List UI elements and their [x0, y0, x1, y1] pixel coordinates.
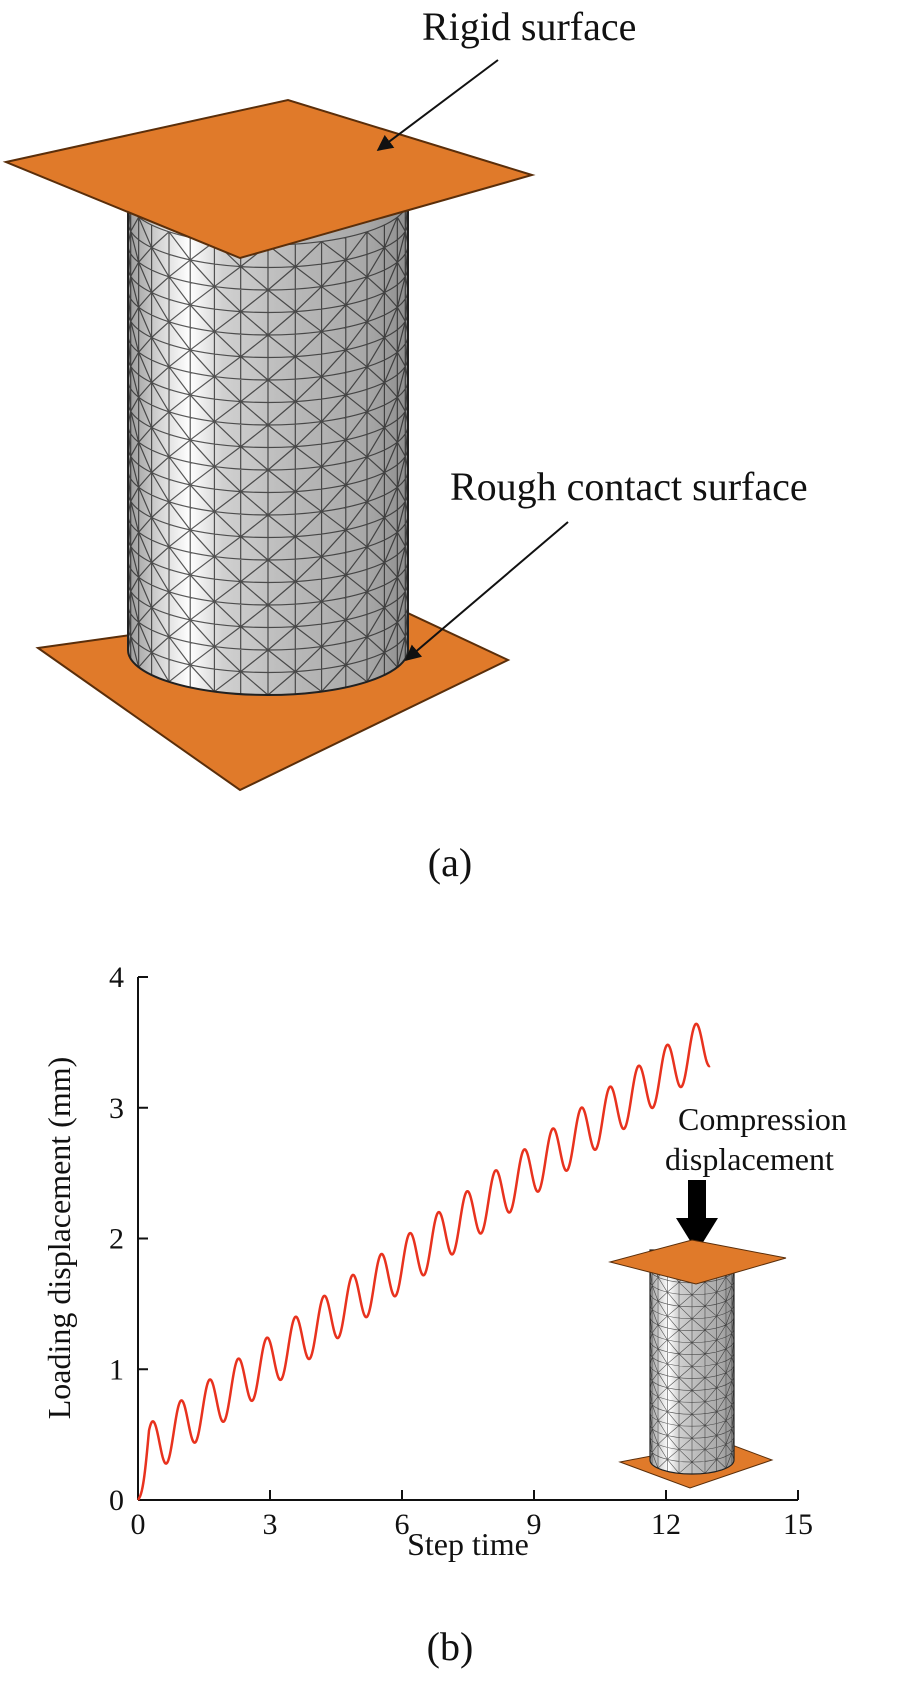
rough-contact-arrow — [404, 521, 569, 662]
x-axis-title: Step time — [407, 1526, 529, 1562]
compression-arrow-icon — [676, 1180, 718, 1252]
x-tick-label: 9 — [527, 1508, 542, 1541]
y-tick-label: 2 — [109, 1223, 124, 1256]
x-tick-label: 6 — [395, 1508, 410, 1541]
y-tick-label: 4 — [109, 961, 124, 994]
x-ticks: 0 3 6 9 12 15 — [131, 1490, 813, 1541]
loading-displacement-curve — [136, 1022, 711, 1501]
inset-label-compression: Compression — [678, 1101, 847, 1137]
rigid-surface-arrow — [376, 59, 499, 151]
y-tick-label: 1 — [109, 1353, 124, 1386]
inset-specimen: Compression displacement — [608, 1101, 847, 1489]
inset-top-plate — [608, 1239, 787, 1285]
y-axis-title: Loading displacement (mm) — [41, 1057, 77, 1420]
panel-b-caption: (b) — [427, 1624, 474, 1669]
top-rigid-plate — [2, 98, 536, 260]
inset-label-displacement: displacement — [665, 1141, 834, 1177]
y-tick-label: 0 — [109, 1484, 124, 1517]
rough-contact-surface-label: Rough contact surface — [450, 464, 808, 509]
panel-a-caption: (a) — [428, 840, 472, 885]
x-tick-label: 15 — [783, 1508, 813, 1541]
y-ticks: 0 1 2 3 4 — [109, 961, 148, 1517]
rigid-surface-label: Rigid surface — [422, 4, 636, 49]
x-tick-label: 3 — [263, 1508, 278, 1541]
y-tick-label: 3 — [109, 1092, 124, 1125]
panel-a: Rigid surface Rough contact surface (a) — [2, 4, 808, 885]
x-tick-label: 0 — [131, 1508, 146, 1541]
x-tick-label: 12 — [651, 1508, 681, 1541]
